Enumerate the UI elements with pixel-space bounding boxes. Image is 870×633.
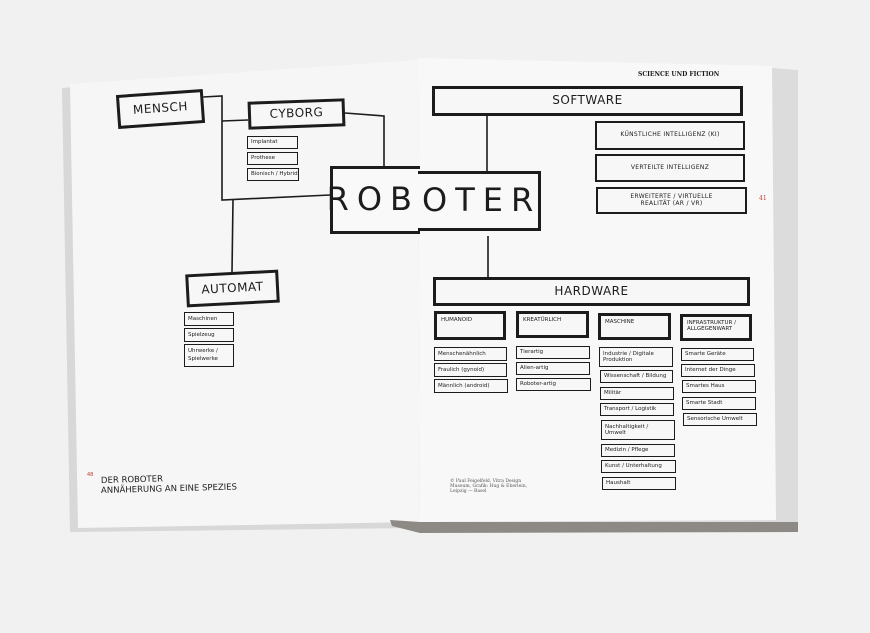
kreatuerlich-item: Tierartig <box>516 346 590 359</box>
humanoid-item: Männlich (android) <box>434 379 508 393</box>
maschine-item: Kunst / Unterhaltung <box>601 460 676 473</box>
kreatuerlich-item: Roboter-artig <box>516 378 591 391</box>
humanoid-item: Fraulich (gynoid) <box>434 363 507 377</box>
maschine-item: Medizin / Pflege <box>601 444 675 457</box>
automat-item: Spielzeug <box>184 328 234 342</box>
humanoid-item: Menschenähnlich <box>434 347 507 361</box>
page-number-right: 41 <box>759 195 767 202</box>
maschine-item: Militär <box>600 387 674 400</box>
page-number-left: 48 <box>87 472 94 478</box>
kreatuerlich-item: Alien-artig <box>516 362 590 375</box>
cyborg-item: Bionisch / Hybrid <box>247 168 299 181</box>
automat-item: Maschinen <box>184 312 234 326</box>
infrastruktur-item: Smarte Stadt <box>682 397 756 410</box>
maschine-item: Haushalt <box>602 477 676 490</box>
roboter-node-right: OTER <box>418 171 541 231</box>
automat-node: AUTOMAT <box>185 269 280 308</box>
software-item: KÜNSTLICHE INTELLIGENZ (KI) <box>595 121 745 150</box>
category-humanoid: HUMANOID <box>434 311 506 340</box>
maschine-item: Wissenschaft / Bildung <box>600 370 673 383</box>
automat-item: Uhrwerke / Spielwerke <box>184 344 234 367</box>
cyborg-node: CYBORG <box>247 98 346 130</box>
running-header: SCIENCE UND FICTION <box>638 71 720 78</box>
infrastruktur-item: Sensorische Umwelt <box>683 413 757 426</box>
cyborg-item: Prothese <box>247 152 298 165</box>
category-maschine: MASCHINE <box>598 313 671 340</box>
software-item: ERWEITERTE / VIRTUELLE REALITÄT (AR / VR… <box>596 187 747 214</box>
infrastruktur-item: Smarte Geräte <box>681 348 754 361</box>
maschine-item: Transport / Logistik <box>600 403 674 416</box>
cyborg-item: Implantat <box>247 136 298 149</box>
software-node: SOFTWARE <box>432 86 743 116</box>
infrastruktur-item: Internet der Dinge <box>681 364 755 377</box>
software-item: VERTEILTE INTELLIGENZ <box>595 154 745 182</box>
maschine-item: Industrie / Digitale Produktion <box>599 347 673 367</box>
category-infrastruktur: INFRASTRUKTUR / ALLGEGENWART <box>680 314 752 341</box>
connector-lines <box>202 95 489 277</box>
image-credit: © Paul Feigelfeld, Vitra Design Museum, … <box>450 479 528 494</box>
roboter-node-left: ROB <box>327 166 420 234</box>
infrastruktur-item: Smartes Haus <box>682 380 756 393</box>
maschine-item: Nachhaltigkeit / Umwelt <box>601 420 675 440</box>
mensch-node: MENSCH <box>115 89 206 129</box>
hardware-node: HARDWARE <box>433 277 750 306</box>
category-kreatuerlich: KREATÜRLICH <box>516 311 589 338</box>
